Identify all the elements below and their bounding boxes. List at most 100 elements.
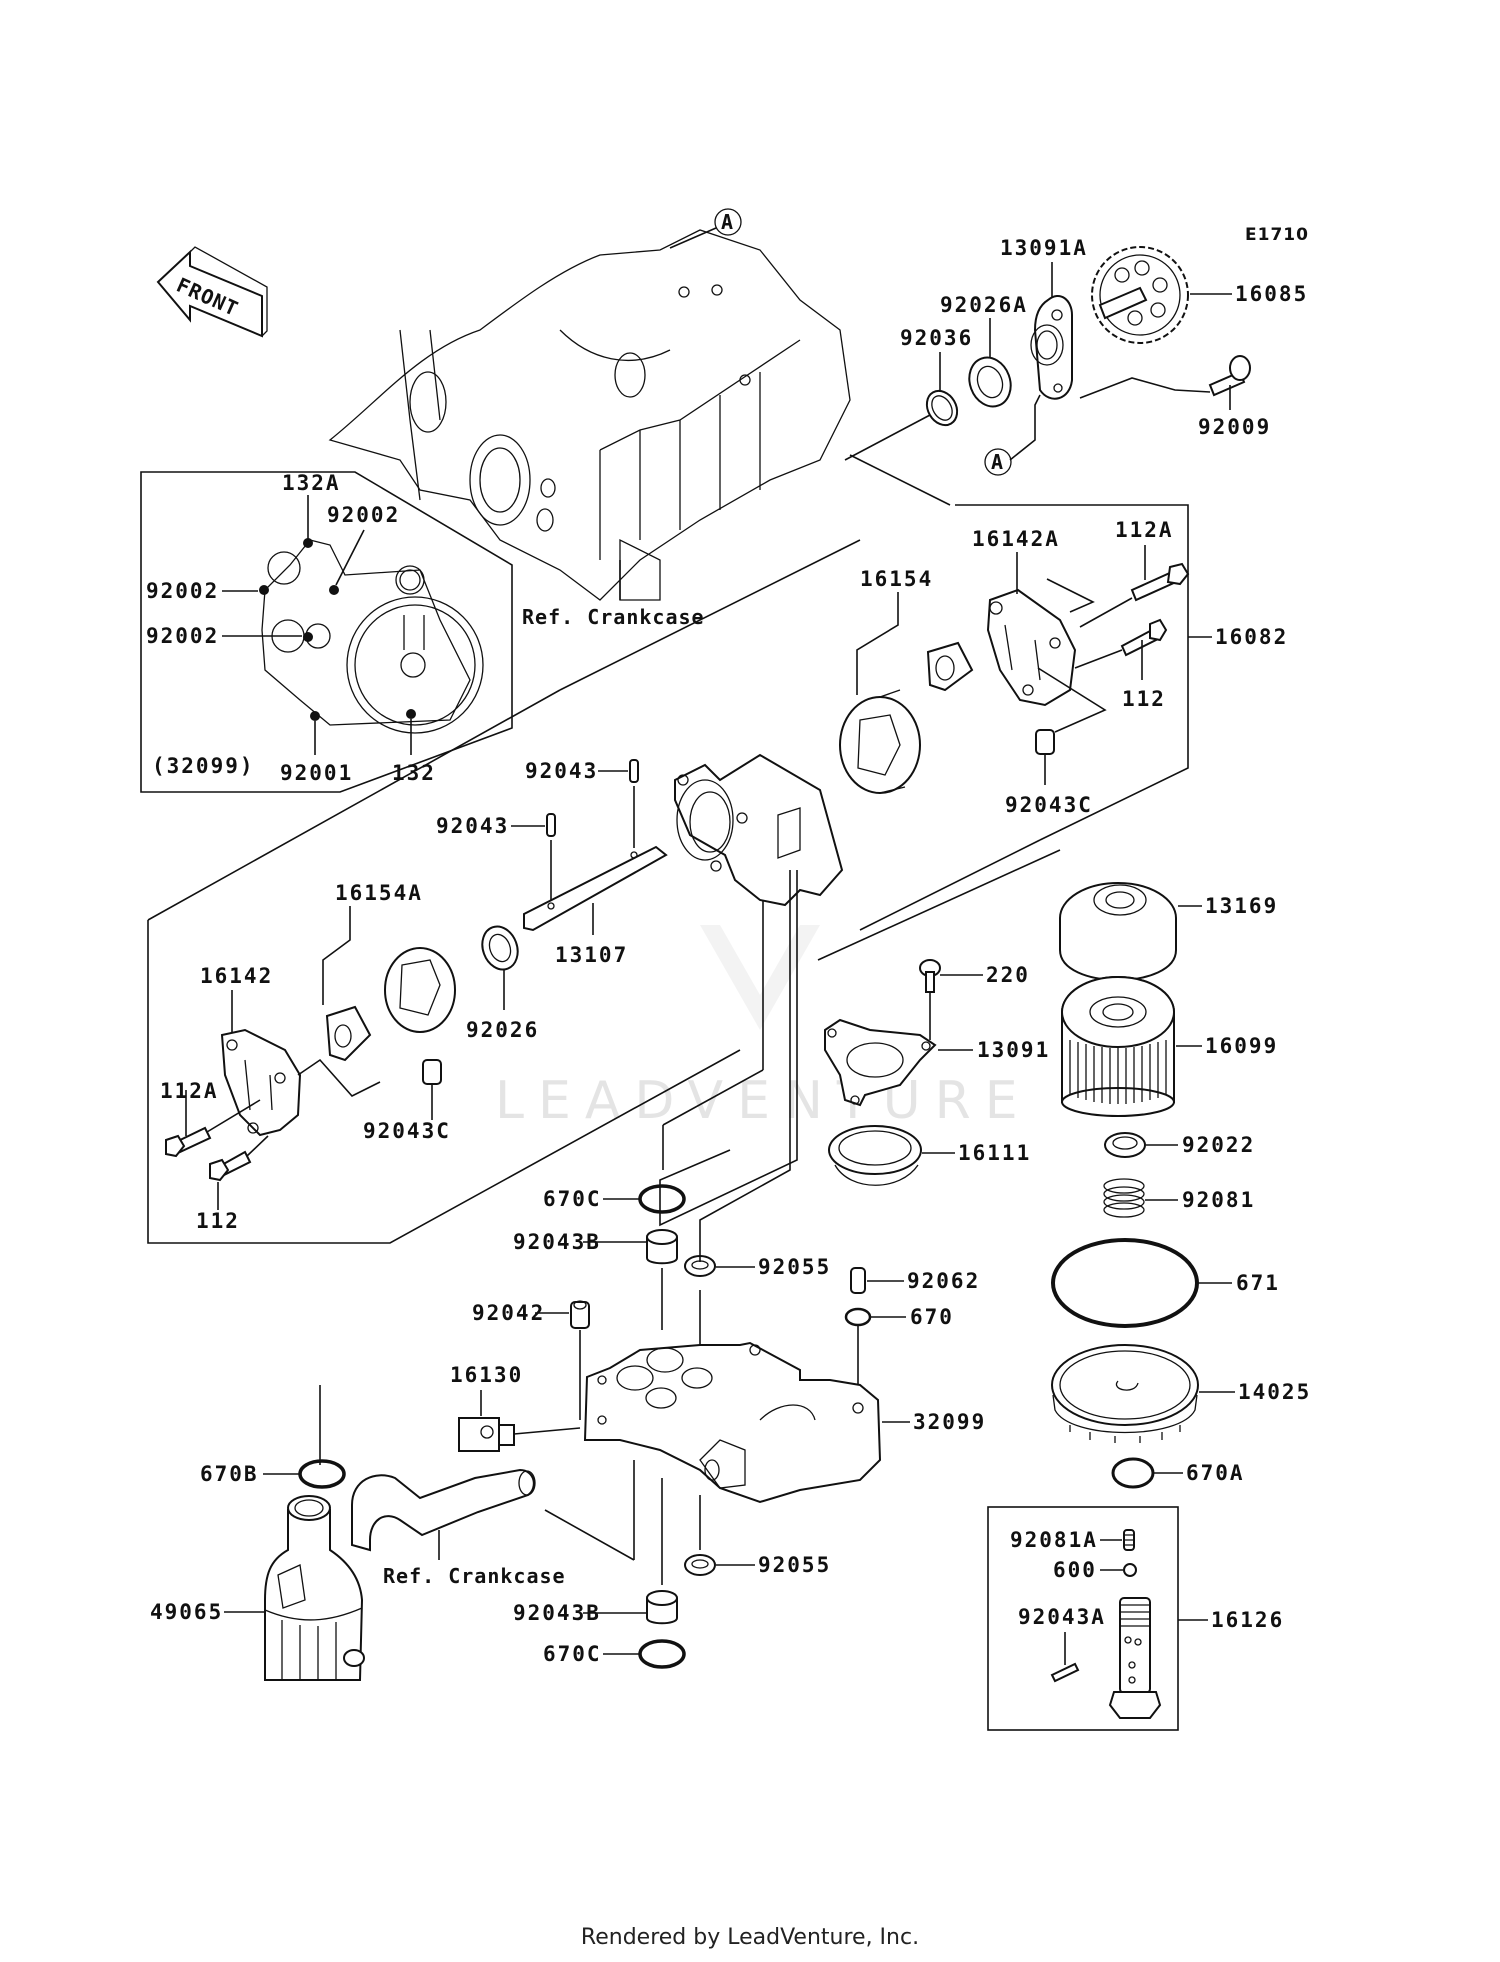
o-ring-671 — [1051, 1238, 1199, 1328]
shaft-13107 — [523, 845, 668, 932]
marker-a-bottom-label: A — [991, 450, 1004, 474]
inner-rotor-16154A — [325, 1005, 372, 1062]
label-112A-left: 112A — [160, 1079, 219, 1103]
dowel-92043C-right — [1035, 729, 1055, 755]
ref-crankcase-bottom: Ref. Crankcase — [383, 1564, 566, 1588]
relief-valve-16126 — [1108, 1597, 1162, 1719]
bolt-112-left — [209, 1150, 252, 1182]
label-92043-a: 92043 — [525, 759, 598, 783]
diagram-code: E1710 — [1245, 225, 1309, 245]
label-92043-b: 92043 — [436, 814, 509, 838]
label-92042: 92042 — [472, 1301, 545, 1325]
label-16142: 16142 — [200, 964, 273, 988]
inset-label-132: 132 — [392, 761, 436, 785]
o-ring-670A — [1111, 1457, 1155, 1489]
collar-92043B-bottom — [646, 1590, 678, 1625]
label-49065: 49065 — [150, 1600, 223, 1624]
inset-caption: (32099) — [152, 754, 255, 778]
plate-13091 — [824, 1018, 937, 1107]
o-ring-670 — [844, 1307, 872, 1327]
pipe-92042 — [570, 1300, 590, 1329]
label-112-right: 112 — [1122, 687, 1166, 711]
label-92055-top: 92055 — [758, 1255, 831, 1279]
label-670C-bottom: 670C — [543, 1642, 602, 1666]
washer-92026A — [968, 356, 1012, 408]
cover-16142 — [220, 1028, 302, 1137]
oil-pipe — [351, 1468, 536, 1552]
pin-92043-b — [546, 813, 556, 837]
label-112-left: 112 — [196, 1209, 240, 1233]
ball-600 — [1123, 1563, 1137, 1577]
marker-a-bottom — [984, 448, 1012, 476]
label-92022: 92022 — [1182, 1133, 1255, 1157]
label-92062: 92062 — [907, 1269, 980, 1293]
plate-14025 — [1051, 1344, 1199, 1443]
label-16111: 16111 — [958, 1141, 1031, 1165]
ref-crankcase-top: Ref. Crankcase — [522, 605, 705, 629]
spring-92081A — [1123, 1529, 1135, 1551]
collar-92043B-top — [646, 1229, 678, 1265]
label-16142A: 16142A — [972, 527, 1060, 551]
label-14025: 14025 — [1238, 1380, 1311, 1404]
housing-32099 — [583, 1341, 882, 1504]
label-671: 671 — [1236, 1271, 1280, 1295]
o-ring-670B — [298, 1459, 346, 1489]
inset-label-92001: 92001 — [280, 761, 353, 785]
pin-92043-a — [629, 759, 639, 783]
label-13091A: 13091A — [1000, 236, 1088, 260]
front-arrow-icon: FRONT — [156, 246, 268, 338]
label-92036: 92036 — [900, 326, 973, 350]
label-16126: 16126 — [1211, 1608, 1284, 1632]
label-670: 670 — [910, 1305, 954, 1329]
label-92043B-bottom: 92043B — [513, 1601, 601, 1625]
label-92043B-top: 92043B — [513, 1230, 601, 1254]
label-92081: 92081 — [1182, 1188, 1255, 1212]
washer-92022 — [1104, 1132, 1146, 1158]
bolt-112A-left — [165, 1126, 212, 1158]
label-92043A: 92043A — [1018, 1605, 1106, 1629]
assembly-box-left — [147, 920, 741, 1244]
plate-13091A — [1030, 295, 1073, 400]
label-16130: 16130 — [450, 1363, 523, 1387]
inset-label-92002-c: 92002 — [146, 624, 219, 648]
footer-credit: Rendered by LeadVenture, Inc. — [580, 1925, 920, 1950]
label-16154A: 16154A — [335, 881, 423, 905]
inset-bolt-holes — [259, 538, 416, 721]
outer-rotor-16154 — [839, 689, 921, 794]
label-92009: 92009 — [1198, 415, 1271, 439]
label-16085: 16085 — [1235, 282, 1308, 306]
crankcase-illustration — [328, 229, 851, 601]
relief-plug-16130 — [458, 1417, 515, 1452]
cover-16142A — [986, 588, 1077, 707]
outer-rotor-16154A — [384, 947, 456, 1033]
label-670A: 670A — [1186, 1461, 1245, 1485]
label-32099: 32099 — [913, 1410, 986, 1434]
label-16154: 16154 — [860, 567, 933, 591]
pump-body — [674, 753, 844, 907]
label-220: 220 — [986, 963, 1030, 987]
marker-a-top — [714, 208, 742, 236]
label-92026A: 92026A — [940, 293, 1028, 317]
strainer-49065 — [264, 1495, 365, 1681]
label-670C-top: 670C — [543, 1187, 602, 1211]
inset-label-92002-a: 92002 — [327, 503, 400, 527]
watermark-text: LEADVENTURE — [495, 1071, 1032, 1131]
label-600: 600 — [1053, 1558, 1097, 1582]
inset-box — [140, 471, 513, 793]
seal-92026 — [481, 925, 519, 971]
gear-16085 — [1091, 246, 1189, 344]
inset-label-132A: 132A — [282, 471, 341, 495]
label-112A-right: 112A — [1115, 518, 1174, 542]
bolt-112A-right — [1130, 562, 1190, 602]
screw-92009 — [1208, 355, 1251, 397]
label-16082: 16082 — [1215, 625, 1288, 649]
label-92043C-right: 92043C — [1005, 793, 1093, 817]
seal-92055-top — [684, 1255, 716, 1277]
marker-a-top-label: A — [721, 210, 734, 234]
screw-220 — [919, 959, 941, 993]
label-92055-bottom: 92055 — [758, 1553, 831, 1577]
circlip-92036 — [925, 389, 959, 427]
o-ring-670C-bottom — [638, 1639, 686, 1669]
inner-rotor-16154 — [926, 641, 974, 692]
